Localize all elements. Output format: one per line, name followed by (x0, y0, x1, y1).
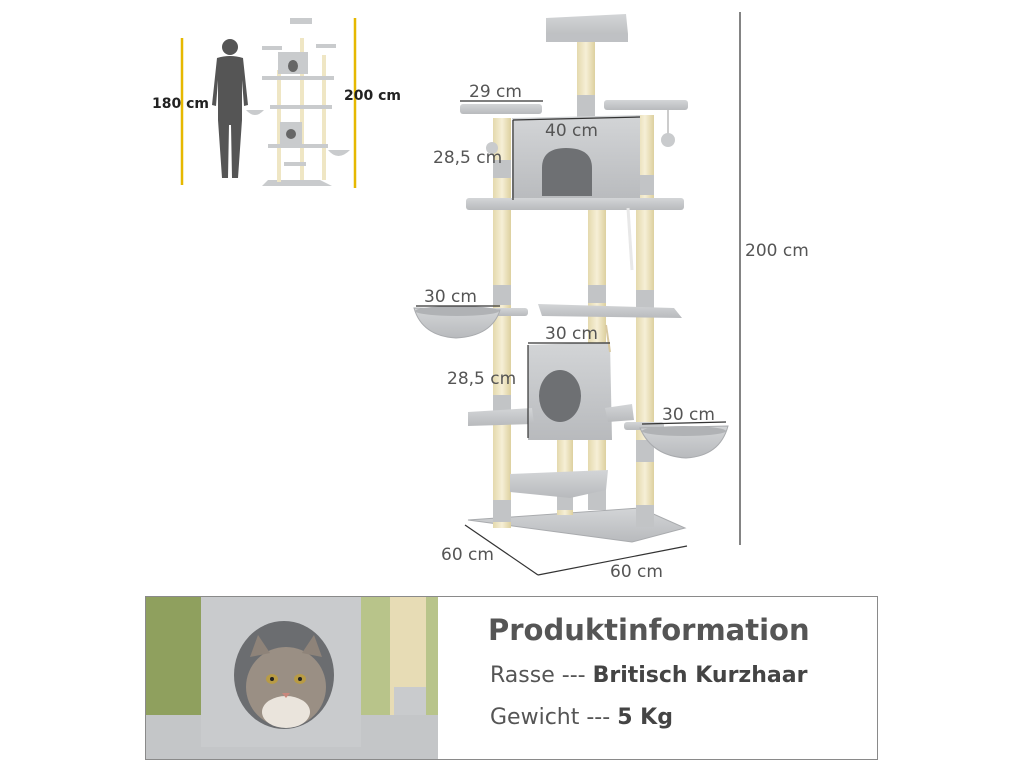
weight-label: Gewicht (490, 705, 580, 730)
base-platform (467, 507, 687, 543)
top-house-entrance (542, 148, 592, 196)
weight-separator: --- (586, 705, 611, 730)
lower-house-entrance (539, 370, 581, 422)
platform-mid (538, 304, 682, 318)
info-weight-line: Gewicht --- 5 Kg (490, 705, 673, 730)
platform-main (466, 198, 684, 210)
person-silhouette-icon (212, 39, 248, 178)
photo-cat (246, 635, 326, 728)
dim-top-platform-width: 29 cm (469, 82, 522, 102)
dim-hammock-left-width: 30 cm (424, 287, 477, 307)
post-right (636, 115, 654, 520)
dim-top-house-height: 28,5 cm (433, 148, 503, 168)
dim-hammock-right-width: 30 cm (662, 405, 715, 425)
platform-top-left (460, 104, 542, 114)
breed-separator: --- (561, 663, 586, 688)
breed-value: Britisch Kurzhaar (592, 663, 808, 688)
dim-base-depth: 60 cm (441, 545, 494, 565)
top-bed (546, 14, 628, 40)
dim-lower-house-width: 30 cm (545, 324, 598, 344)
breed-label: Rasse (490, 663, 555, 688)
product-info-box: Produktinformation Rasse --- Britisch Ku… (145, 596, 878, 760)
cat-photo (146, 597, 438, 759)
hammock-left (413, 307, 501, 339)
dim-total-height: 200 cm (745, 241, 809, 261)
dim-base-width: 60 cm (610, 562, 663, 582)
platform-top-right (604, 100, 688, 110)
platform-lower-left (468, 408, 534, 426)
dim-top-house-width: 40 cm (545, 121, 598, 141)
scale-figure (180, 18, 357, 188)
platform-low-step (510, 470, 608, 498)
weight-value: 5 Kg (617, 705, 673, 730)
person-height-label: 180 cm (152, 96, 209, 112)
info-breed-line: Rasse --- Britisch Kurzhaar (490, 663, 807, 688)
tree-height-label: 200 cm (344, 88, 401, 104)
info-title: Produktinformation (488, 613, 810, 647)
dim-lower-house-height: 28,5 cm (447, 369, 517, 389)
cat-tree-illustration (413, 12, 741, 576)
post-left (493, 118, 511, 528)
mini-cat-tree-icon (246, 18, 350, 186)
